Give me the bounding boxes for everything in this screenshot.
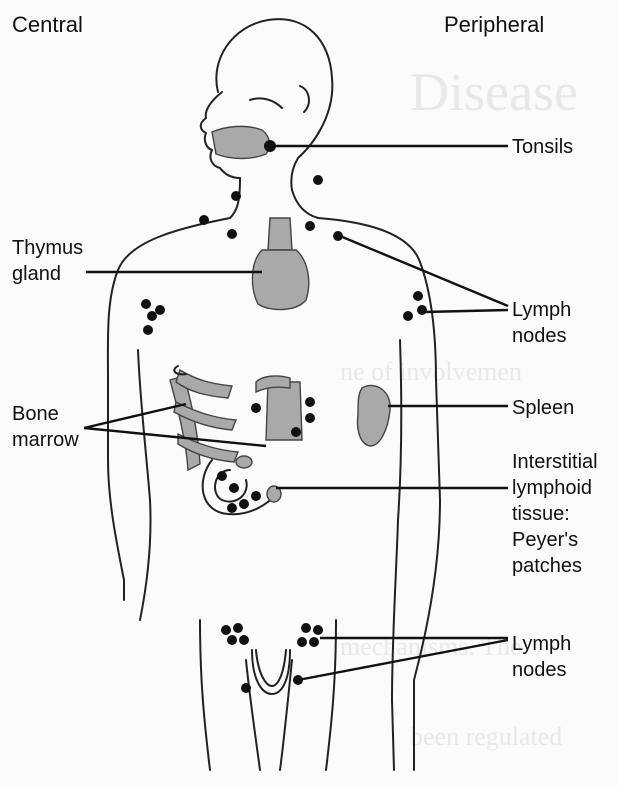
lymph-node-dot [141,299,151,309]
lymph-upper-leader-b [424,310,508,312]
spleen-organ [358,385,391,446]
central-header: Central [12,12,83,37]
lymph-node-dot [147,311,157,321]
lymph-node-dot [227,635,237,645]
lymph-node-dot [241,683,251,693]
lymph-node-dot [231,191,241,201]
lymph-node-dot [309,637,319,647]
lymph-upper-label-line1: Lymph [512,299,571,321]
lymph-node-dot [199,215,209,225]
lymph-node-dot [239,499,249,509]
lymph-node-dot [251,491,261,501]
ribcage [170,366,302,470]
bone-label-line1: Bone [12,403,59,425]
lymph-node-dot [417,305,427,315]
lymph-node-dot [305,397,315,407]
lymph-node-dot [403,311,413,321]
lymph-lower-label-line1: Lymph [512,633,571,655]
lymph-upper-label-line2: nodes [512,325,567,347]
lymph-node-dot [301,623,311,633]
interstitial-label-line4: Peyer's [512,529,578,551]
lymph-node-dot [227,229,237,239]
lymph-node-dot [305,413,315,423]
lymph-node-dot [229,483,239,493]
interstitial-label-line3: tissue: [512,503,570,525]
bone-leader-b [84,428,266,446]
tonsils-label: Tonsils [512,136,573,158]
interstitial-label-line2: lymphoid [512,477,592,499]
lymph-node-dot [305,221,315,231]
svg-text:been regulated: been regulated [410,722,562,751]
lymph-node-dot [291,427,301,437]
svg-text:Disease: Disease [410,62,578,122]
lymph-node-dot [233,623,243,633]
interstitial-label-line5: patches [512,555,582,577]
lymph-node-dot [217,471,227,481]
thymus-label-line2: gland [12,263,61,285]
lymph-lower-label-line2: nodes [512,659,567,681]
interstitial-label-line1: Interstitial [512,451,598,473]
thymus-label-line1: Thymus [12,237,83,259]
peripheral-header: Peripheral [444,12,544,37]
bone-label-line2: marrow [12,429,79,451]
thymus-gland [252,218,308,310]
lymph-node-dot [413,291,423,301]
lymph-node-dot [251,403,261,413]
oral-cavity [212,126,276,158]
spleen-label: Spleen [512,397,574,419]
lymph-node-dot [297,637,307,647]
lymph-node-dot [313,625,323,635]
lymph-node-dot [143,325,153,335]
lymph-node-dot [239,635,249,645]
svg-text:mechanisms. The: mechanisms. The [340,632,521,661]
lymph-upper-leader-a [340,236,508,306]
svg-text:ne of involvemen: ne of involvemen [340,357,522,386]
lymph-node-dot [221,625,231,635]
lymph-node-dot [227,503,237,513]
lymph-node-dot [313,175,323,185]
lymph-node-dot [155,305,165,315]
bone-leader-a [84,404,186,428]
